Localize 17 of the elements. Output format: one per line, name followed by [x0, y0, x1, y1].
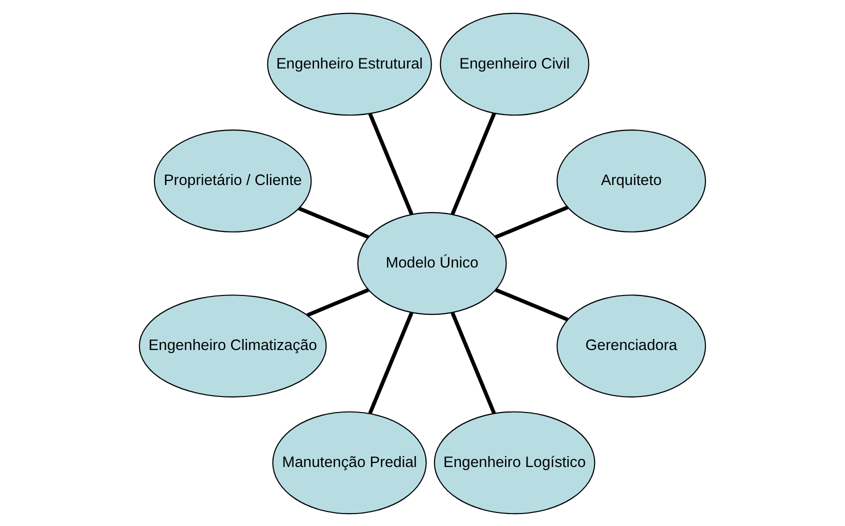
connector [368, 312, 414, 414]
node-ellipse: Arquiteto [556, 129, 706, 232]
node-ellipse: Engenheiro Climatização [138, 294, 327, 397]
node-ellipse: Manutenção Predial [272, 410, 427, 514]
node-ellipse: Modelo Único [357, 212, 507, 314]
node-ellipse: Engenheiro Estrutural [267, 12, 432, 116]
connector [450, 312, 496, 414]
node-ellipse: Engenheiro Civil [440, 12, 590, 116]
node-ellipse: Engenheiro Logístico [434, 410, 596, 514]
connector [450, 112, 496, 214]
node-ellipse: Proprietário / Cliente [154, 129, 312, 232]
connector [494, 288, 568, 321]
node-ellipse: Gerenciadora [556, 294, 706, 397]
connector [494, 205, 568, 238]
connector [306, 288, 370, 316]
connector [368, 112, 414, 214]
connector [298, 206, 370, 238]
